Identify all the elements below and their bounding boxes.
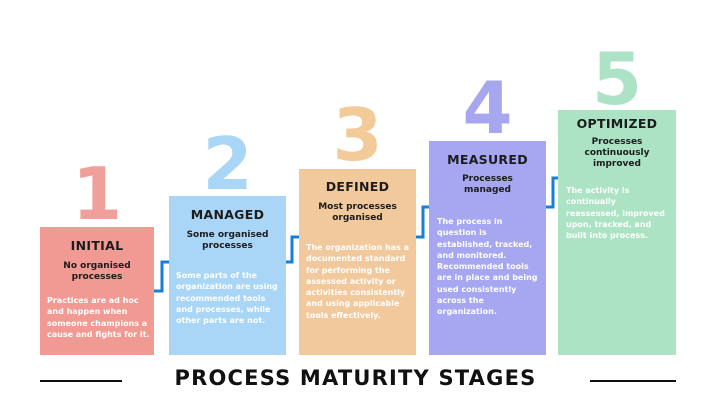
stage-title-initial: INITIAL <box>70 238 124 253</box>
stage-subtitle-initial: No organised processes <box>63 261 131 282</box>
stage-box-initial: INITIAL No organised processes Practices… <box>40 227 154 355</box>
stage-description-managed: Some parts of the organization are using… <box>176 271 278 326</box>
diagram-title: PROCESS MATURITY STAGES <box>174 366 537 390</box>
stage-number-2: 2 <box>202 122 253 206</box>
stage-number-3: 3 <box>332 93 383 177</box>
stage-subtitle-measured: Processes managed <box>462 174 513 195</box>
stage-description-defined: The organization has a documented standa… <box>306 243 410 320</box>
stage-title-measured: MEASURED <box>447 152 528 167</box>
stage-description-optimized: The activity is continually reassessed, … <box>566 186 665 241</box>
stage-subtitle-defined: Most processes organised <box>318 202 397 223</box>
stage-subtitle-managed: Some organised processes <box>186 230 269 251</box>
stage-box-optimized: OPTIMIZED Processes continuously improve… <box>558 110 676 355</box>
stage-title-defined: DEFINED <box>325 179 390 194</box>
stage-number-4: 4 <box>462 66 513 150</box>
stage-title-managed: MANAGED <box>190 207 265 222</box>
footer-rule-right <box>590 380 676 382</box>
stage-box-defined: DEFINED Most processes organised The org… <box>299 169 416 355</box>
stage-box-measured: MEASURED Processes managed The process i… <box>429 141 546 355</box>
stage-description-initial: Practices are ad hoc and happen when som… <box>47 296 150 339</box>
stage-number-5: 5 <box>591 37 643 121</box>
stage-title-optimized: OPTIMIZED <box>576 116 658 131</box>
footer-rule-left <box>40 380 122 382</box>
stage-number-1: 1 <box>71 152 123 236</box>
stage-description-measured: The process in question is established, … <box>437 217 538 317</box>
stage-subtitle-optimized: Processes continuously improved <box>584 137 650 169</box>
stage-box-managed: MANAGED Some organised processes Some pa… <box>169 196 286 355</box>
